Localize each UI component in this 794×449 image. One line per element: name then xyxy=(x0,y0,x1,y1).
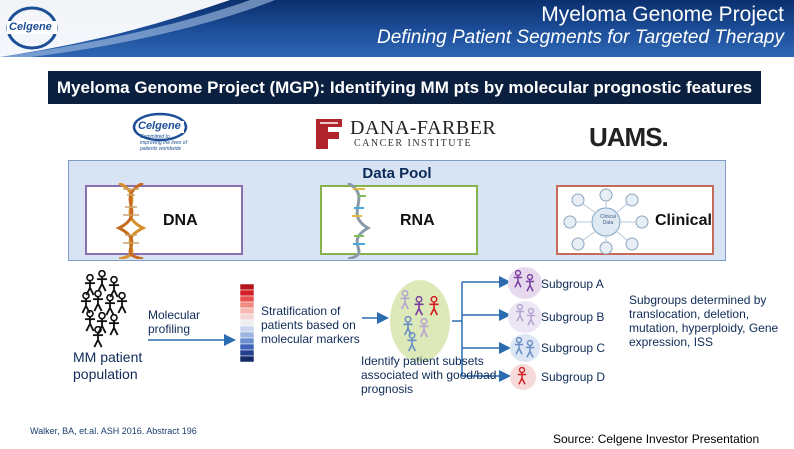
rna-label: RNA xyxy=(400,212,435,229)
subgroup-d-label: Subgroup D xyxy=(541,370,606,384)
header-bar: Myeloma Genome Project Defining Patient … xyxy=(0,0,794,57)
clinical-source-box: Clinical Data Clinical xyxy=(556,185,714,255)
subgroup-c-icon xyxy=(510,334,540,362)
subgroup-a-label: Subgroup A xyxy=(541,277,604,291)
molecular-profiling-label: Molecular profiling xyxy=(148,308,201,336)
patient-population-icon xyxy=(80,270,128,348)
identify-subsets-label: Identify patient subsets associated with… xyxy=(361,354,497,396)
dana-farber-name: DANA-FARBER xyxy=(350,117,497,139)
dana-farber-subname: CANCER INSTITUTE xyxy=(354,138,473,149)
data-pool-title: Data Pool xyxy=(362,165,432,182)
dna-source-box: DNA xyxy=(85,183,243,259)
subgroup-b-label: Subgroup B xyxy=(541,310,605,324)
citation: Walker, BA, et.al. ASH 2016. Abstract 19… xyxy=(30,426,197,436)
dana-farber-logo: DANA-FARBER CANCER INSTITUTE xyxy=(314,117,496,151)
clinical-hub-text: Clinical Data xyxy=(599,214,617,226)
subgroup-a-icon xyxy=(508,267,542,299)
clinical-data-icon xyxy=(563,188,649,254)
header-subtitle: Defining Patient Segments for Targeted T… xyxy=(377,27,784,48)
rna-source-box: RNA xyxy=(320,183,478,259)
population-label: MM patient population xyxy=(73,349,143,382)
subgroup-criteria-label: Subgroups determined by translocation, d… xyxy=(629,293,779,349)
banner-title: Myeloma Genome Project (MGP): Identifyin… xyxy=(48,71,761,104)
source-note: Source: Celgene Investor Presentation xyxy=(553,432,760,446)
dna-label: DNA xyxy=(163,212,198,229)
stratification-label: Stratification of patients based on mole… xyxy=(261,304,360,346)
uams-name: UAMS. xyxy=(589,122,669,152)
celgene-logo-icon xyxy=(6,6,58,50)
brand-name: Celgene xyxy=(9,21,52,33)
celgene-swirl-icon xyxy=(132,112,188,142)
header-title: Myeloma Genome Project xyxy=(541,3,784,26)
data-pool-panel: Data Pool DNA RNA xyxy=(68,160,726,261)
subgroup-branch-arrows xyxy=(452,276,511,382)
clinical-label: Clinical xyxy=(655,212,712,229)
rna-strand-icon xyxy=(347,183,371,259)
uams-logo: UAMS. xyxy=(589,122,685,152)
patient-subsets-icon xyxy=(390,280,450,362)
subgroup-c-label: Subgroup C xyxy=(541,341,606,355)
subgroup-b-icon xyxy=(508,301,542,333)
subgroup-d-icon xyxy=(510,364,536,390)
celgene-tagline: Committed to improving the lives of pati… xyxy=(140,134,187,152)
marker-heatmap-icon xyxy=(239,283,255,363)
celgene-partner-logo: Celgene Committed to improving the lives… xyxy=(128,110,200,160)
celgene-partner-name: Celgene xyxy=(138,120,181,132)
dana-farber-mark-icon xyxy=(316,119,342,149)
header-swoosh xyxy=(0,0,275,57)
dna-helix-icon xyxy=(115,183,147,259)
